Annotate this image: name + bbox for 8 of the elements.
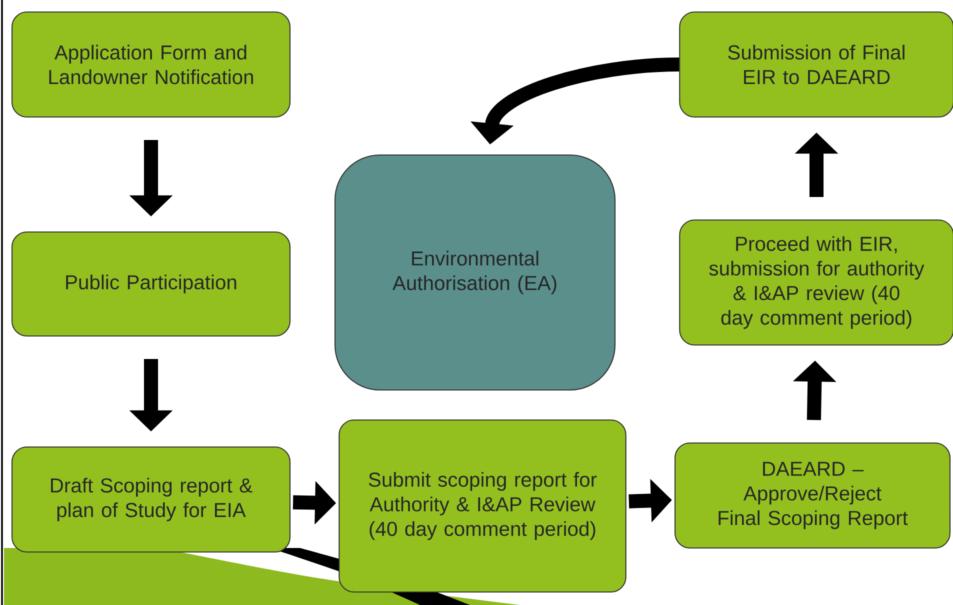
result-box: Environmental Authorisation (EA) xyxy=(334,154,616,391)
process-box: Application Form and Landowner Notification xyxy=(11,11,291,118)
process-box: Submit scoping report for Authority & I&AP Review (40 day comment period) xyxy=(338,419,626,593)
process-box: Proceed with EIR, submission for authority & I&AP review (40 day comment period) xyxy=(679,219,953,346)
process-box: Draft Scoping report & plan of Study for EIA xyxy=(11,446,291,553)
process-box: Public Participation xyxy=(11,231,291,337)
process-box: Submission of Final EIR to DAEARD xyxy=(679,11,953,118)
process-box: DAEARD – Approve/Reject Final Scoping Report xyxy=(674,442,951,549)
